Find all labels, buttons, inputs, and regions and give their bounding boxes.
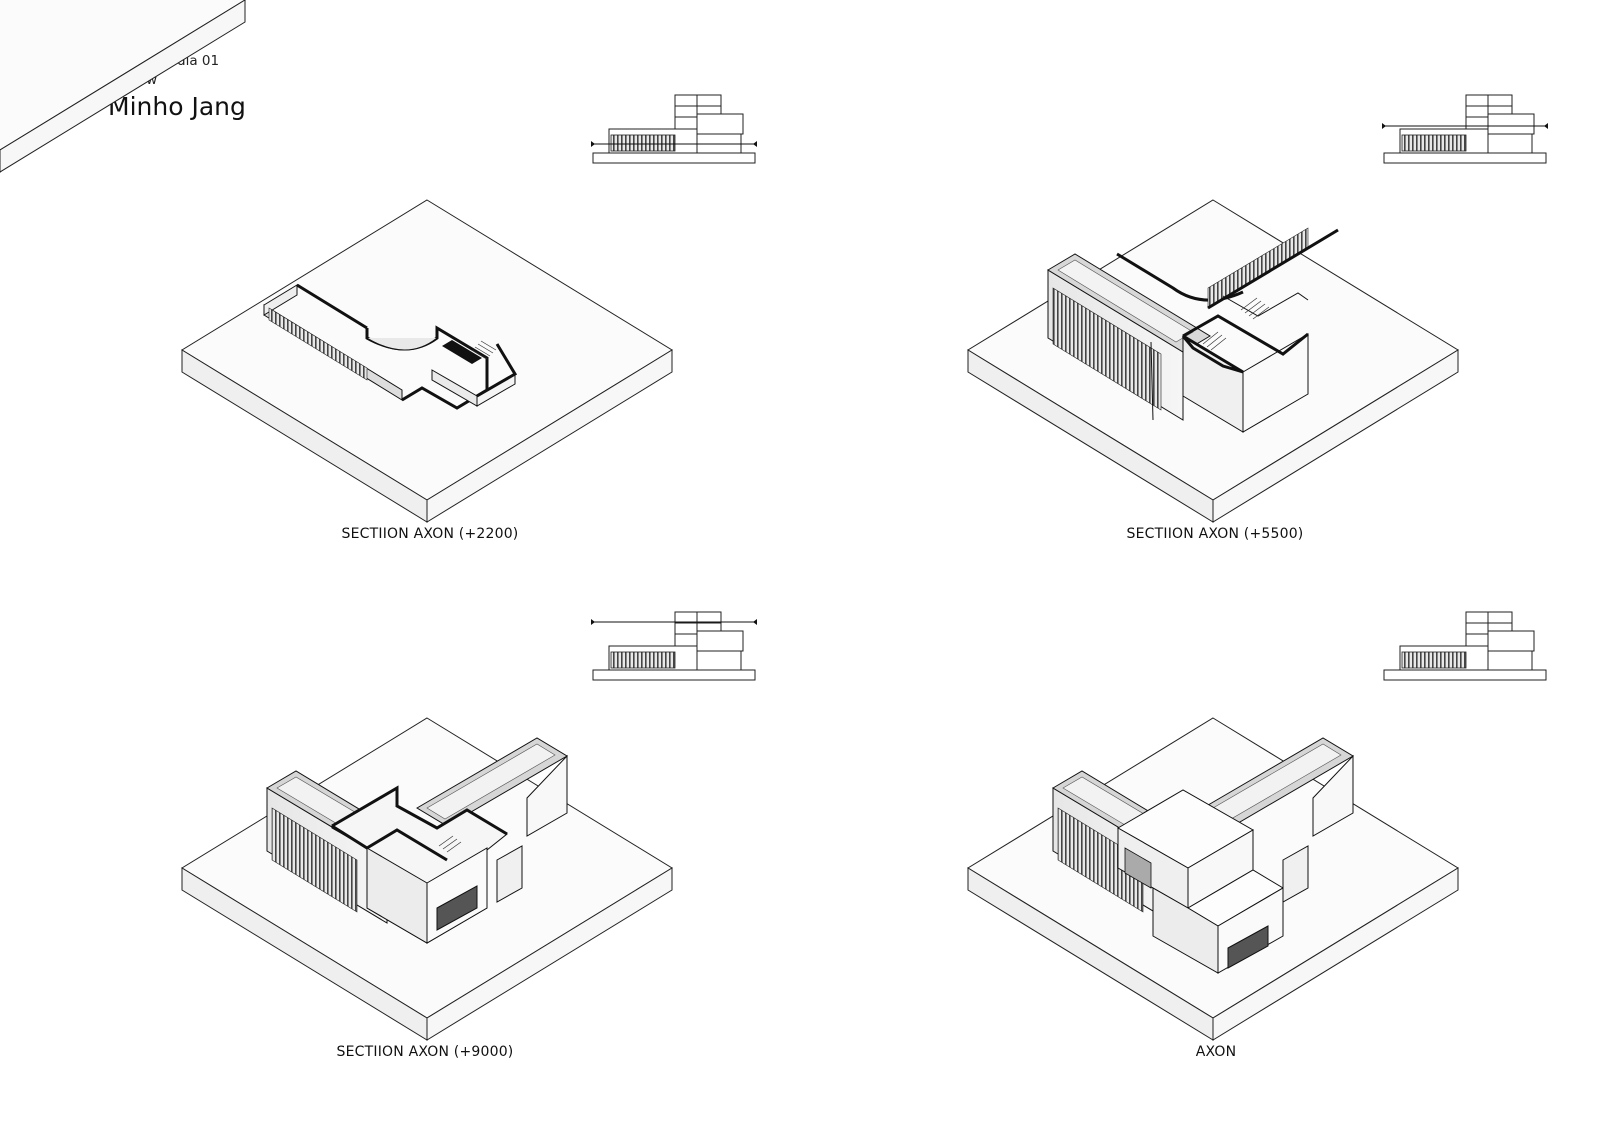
axon-panel-2200: [181, 199, 673, 523]
section-key-5500: [1382, 94, 1548, 164]
axon-panel-5500: [967, 199, 1459, 523]
section-key-9000: [591, 611, 757, 681]
section-key-axon: [1383, 611, 1547, 681]
caption-section-2200: SECTIION AXON (+2200): [341, 526, 519, 542]
section-key-2200: [591, 94, 757, 164]
axon-panel-full: [967, 717, 1459, 1041]
author-name: Minho Jang: [108, 92, 246, 121]
caption-section-5500: SECTIION AXON (+5500): [1126, 526, 1304, 542]
site-slab: [0, 0, 246, 173]
axon-panel-9000: [181, 717, 673, 1041]
caption-axon: AXON: [1195, 1044, 1237, 1060]
caption-section-9000: SECTIION AXON (+9000): [336, 1044, 514, 1060]
